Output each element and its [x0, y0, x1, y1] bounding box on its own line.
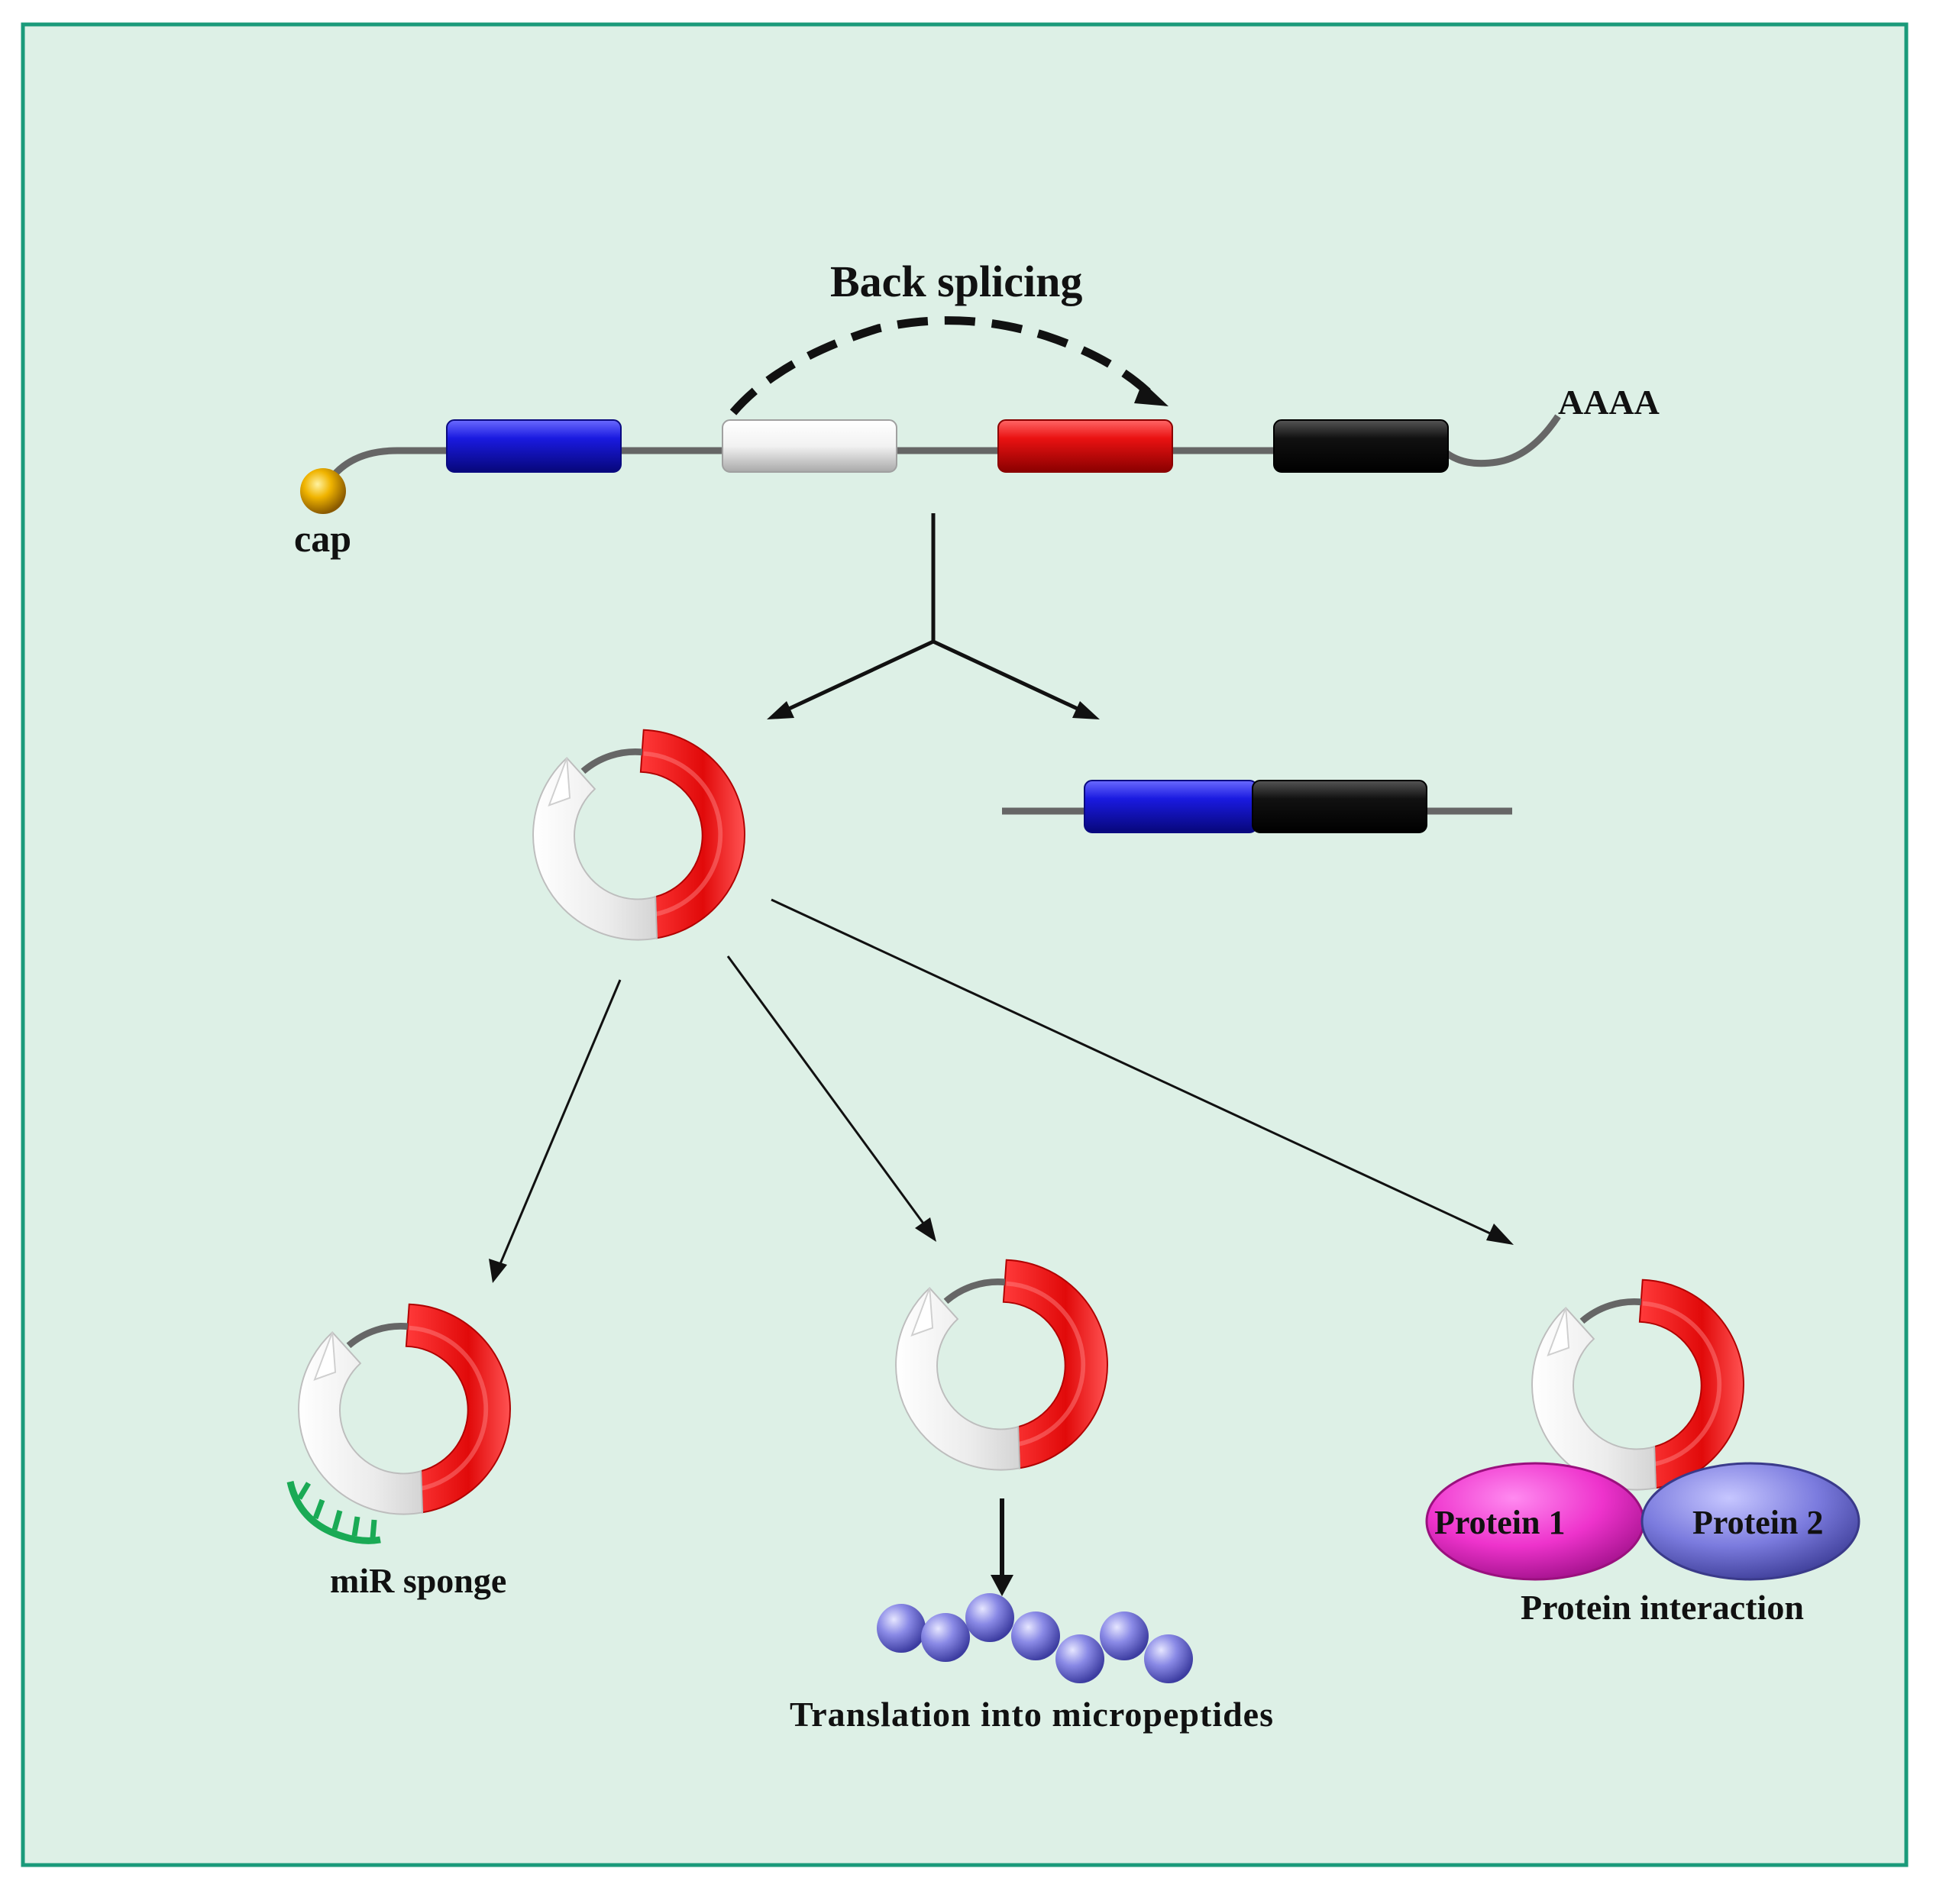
rna-3prime-strand: [1441, 414, 1561, 467]
function-arrows: [489, 898, 1514, 1283]
split-arrows: [767, 513, 1100, 719]
mirna-bases-icon: [296, 1482, 377, 1539]
arrowhead-protein-icon: [1486, 1224, 1514, 1245]
arrow-to-translation: [726, 955, 929, 1230]
peptide-bead: [1144, 1634, 1193, 1683]
micropeptide-beads-icon: [877, 1593, 1193, 1683]
arrow-to-linear-mrna: [932, 639, 1091, 716]
back-splicing-arrow: [729, 316, 1156, 415]
mir-sponge-label: miR sponge: [330, 1561, 506, 1600]
translation-arrowhead-icon: [991, 1575, 1013, 1596]
spliced-exon-blue: [1084, 780, 1258, 833]
protein-1-label: Protein 1: [1434, 1504, 1566, 1541]
arrow-to-circrna: [776, 639, 935, 716]
cap-sphere-icon: [300, 468, 346, 514]
translation-label: Translation into micropeptides: [790, 1695, 1274, 1734]
arrowhead-circrna-icon: [767, 701, 794, 719]
translation-group: Translation into micropeptides: [790, 1260, 1274, 1734]
peptide-bead: [1100, 1611, 1149, 1660]
arrowhead-linear-icon: [1072, 701, 1100, 719]
spliced-exon-black: [1252, 780, 1427, 833]
mirna-strand-icon: [286, 1480, 381, 1544]
arrowhead-mir-icon: [489, 1259, 507, 1283]
peptide-bead: [965, 1593, 1014, 1642]
poly-a-label: AAAA: [1558, 383, 1660, 422]
arrowhead-translation-icon: [915, 1217, 936, 1242]
protein-2-label: Protein 2: [1692, 1504, 1824, 1541]
arrow-to-mir-sponge: [496, 979, 622, 1270]
back-splicing-arrowhead-icon: [1134, 382, 1169, 406]
back-splicing-label: Back splicing: [830, 257, 1082, 306]
peptide-bead: [1055, 1634, 1104, 1683]
protein-interaction-group: Protein 1 Protein 2 Protein interaction: [1425, 1280, 1860, 1627]
back-splicing: Back splicing: [729, 257, 1169, 415]
peptide-bead: [877, 1604, 926, 1653]
mir-sponge-group: miR sponge: [286, 1304, 510, 1600]
protein-2-icon: [1640, 1462, 1860, 1581]
exon-black: [1273, 419, 1449, 473]
protein-interaction-label: Protein interaction: [1521, 1588, 1804, 1627]
exon-blue: [446, 419, 622, 473]
peptide-bead: [1011, 1611, 1060, 1660]
exon-white: [722, 419, 897, 473]
spliced-linear-mrna: [1002, 780, 1512, 833]
arrow-to-protein-interaction: [771, 898, 1499, 1239]
pre-mrna: cap AAAA: [294, 383, 1660, 560]
peptide-bead: [921, 1613, 970, 1662]
exon-red: [997, 419, 1173, 473]
cap-label: cap: [294, 517, 351, 560]
